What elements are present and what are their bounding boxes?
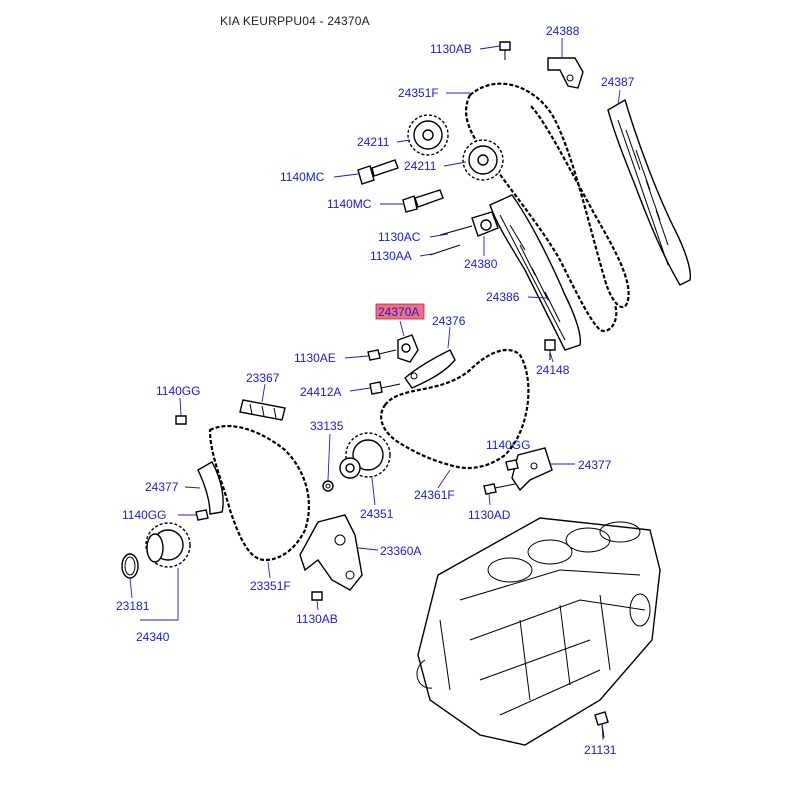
bolt-1140GG-c [505, 459, 519, 471]
label-1130AB-bottom[interactable]: 1130AB [296, 612, 338, 626]
part-24388-bracket [547, 57, 584, 89]
label-24387[interactable]: 24387 [601, 75, 635, 89]
bracket-23360A [299, 514, 363, 591]
label-24388[interactable]: 24388 [546, 24, 580, 38]
bolt-24148 [544, 339, 556, 360]
label-1130AA[interactable]: 1130AA [370, 249, 412, 263]
label-1140MC-b[interactable]: 1140MC [327, 197, 372, 211]
label-24340[interactable]: 24340 [136, 630, 170, 644]
label-24386[interactable]: 24386 [486, 290, 520, 304]
part-labels: 24388 1130AB 24387 24351F 24211 24211 11… [116, 24, 635, 757]
part-24376-arm [404, 349, 456, 389]
label-33135[interactable]: 33135 [310, 419, 344, 433]
label-23367[interactable]: 23367 [246, 371, 280, 385]
bolt-1140MC-b [402, 189, 444, 213]
label-1140MC-a[interactable]: 1140MC [280, 170, 325, 184]
label-24351F[interactable]: 24351F [398, 86, 439, 100]
label-24377-a[interactable]: 24377 [145, 480, 179, 494]
part-24377-guide-right [511, 447, 553, 492]
label-1140GG-c[interactable]: 1140GG [122, 508, 166, 522]
label-1130AC[interactable]: 1130AC [378, 230, 421, 244]
part-24380-tensioner [429, 211, 499, 256]
bolt-1130AB-top [499, 41, 511, 60]
bolt-1130AE [367, 349, 397, 361]
label-1130AE[interactable]: 1130AE [294, 351, 336, 365]
label-24211-a[interactable]: 24211 [357, 135, 390, 149]
label-24211-b[interactable]: 24211 [404, 159, 437, 173]
label-1140GG-b[interactable]: 1140GG [486, 438, 530, 452]
sprocket-24351 [339, 432, 391, 479]
label-1130AD[interactable]: 1130AD [468, 508, 511, 522]
label-1130AB-top[interactable]: 1130AB [430, 42, 472, 56]
part-24387-guide [607, 98, 692, 286]
crank-sprocket-24340 [145, 522, 191, 568]
label-24361F[interactable]: 24361F [414, 488, 455, 502]
ring-23181 [121, 553, 139, 579]
bolt-24412A [369, 381, 401, 395]
label-24376[interactable]: 24376 [432, 314, 466, 328]
label-24370A[interactable]: 24370A [378, 305, 419, 319]
label-1140GG-a[interactable]: 1140GG [156, 384, 200, 398]
engine-block [416, 517, 661, 746]
label-23181[interactable]: 23181 [116, 599, 150, 613]
leader-lines [129, 38, 621, 741]
bolt-1140MC-a [357, 159, 399, 185]
bolt-1130AD [483, 483, 516, 495]
label-23360A[interactable]: 23360A [380, 544, 421, 558]
label-21131[interactable]: 21131 [584, 743, 617, 757]
label-24412A[interactable]: 24412A [300, 385, 341, 399]
sprocket-24211-a [407, 114, 449, 156]
part-24377-guide-left [197, 461, 224, 515]
bolt-1140GG-b [195, 509, 209, 521]
label-24377-b[interactable]: 24377 [578, 458, 612, 472]
part-33135-nut [322, 480, 334, 492]
label-23351F[interactable]: 23351F [250, 579, 291, 593]
middle-timing-chain [380, 348, 530, 470]
bolt-21131 [594, 711, 609, 739]
bolt-1140GG-a [175, 415, 187, 425]
lower-timing-chain [208, 425, 310, 562]
part-24386-arm [489, 194, 582, 351]
label-24351[interactable]: 24351 [360, 507, 394, 521]
part-23367-guide [239, 399, 286, 421]
sprocket-24211-b [462, 139, 504, 181]
bolt-1130AB-bottom [311, 591, 323, 601]
label-24380[interactable]: 24380 [464, 257, 498, 271]
part-24370A-tensioner [397, 334, 419, 363]
label-24148[interactable]: 24148 [536, 363, 570, 377]
highlight-box-24370A [375, 303, 425, 320]
diagram-title: KIA KEURPPU04 - 24370A [220, 14, 370, 28]
